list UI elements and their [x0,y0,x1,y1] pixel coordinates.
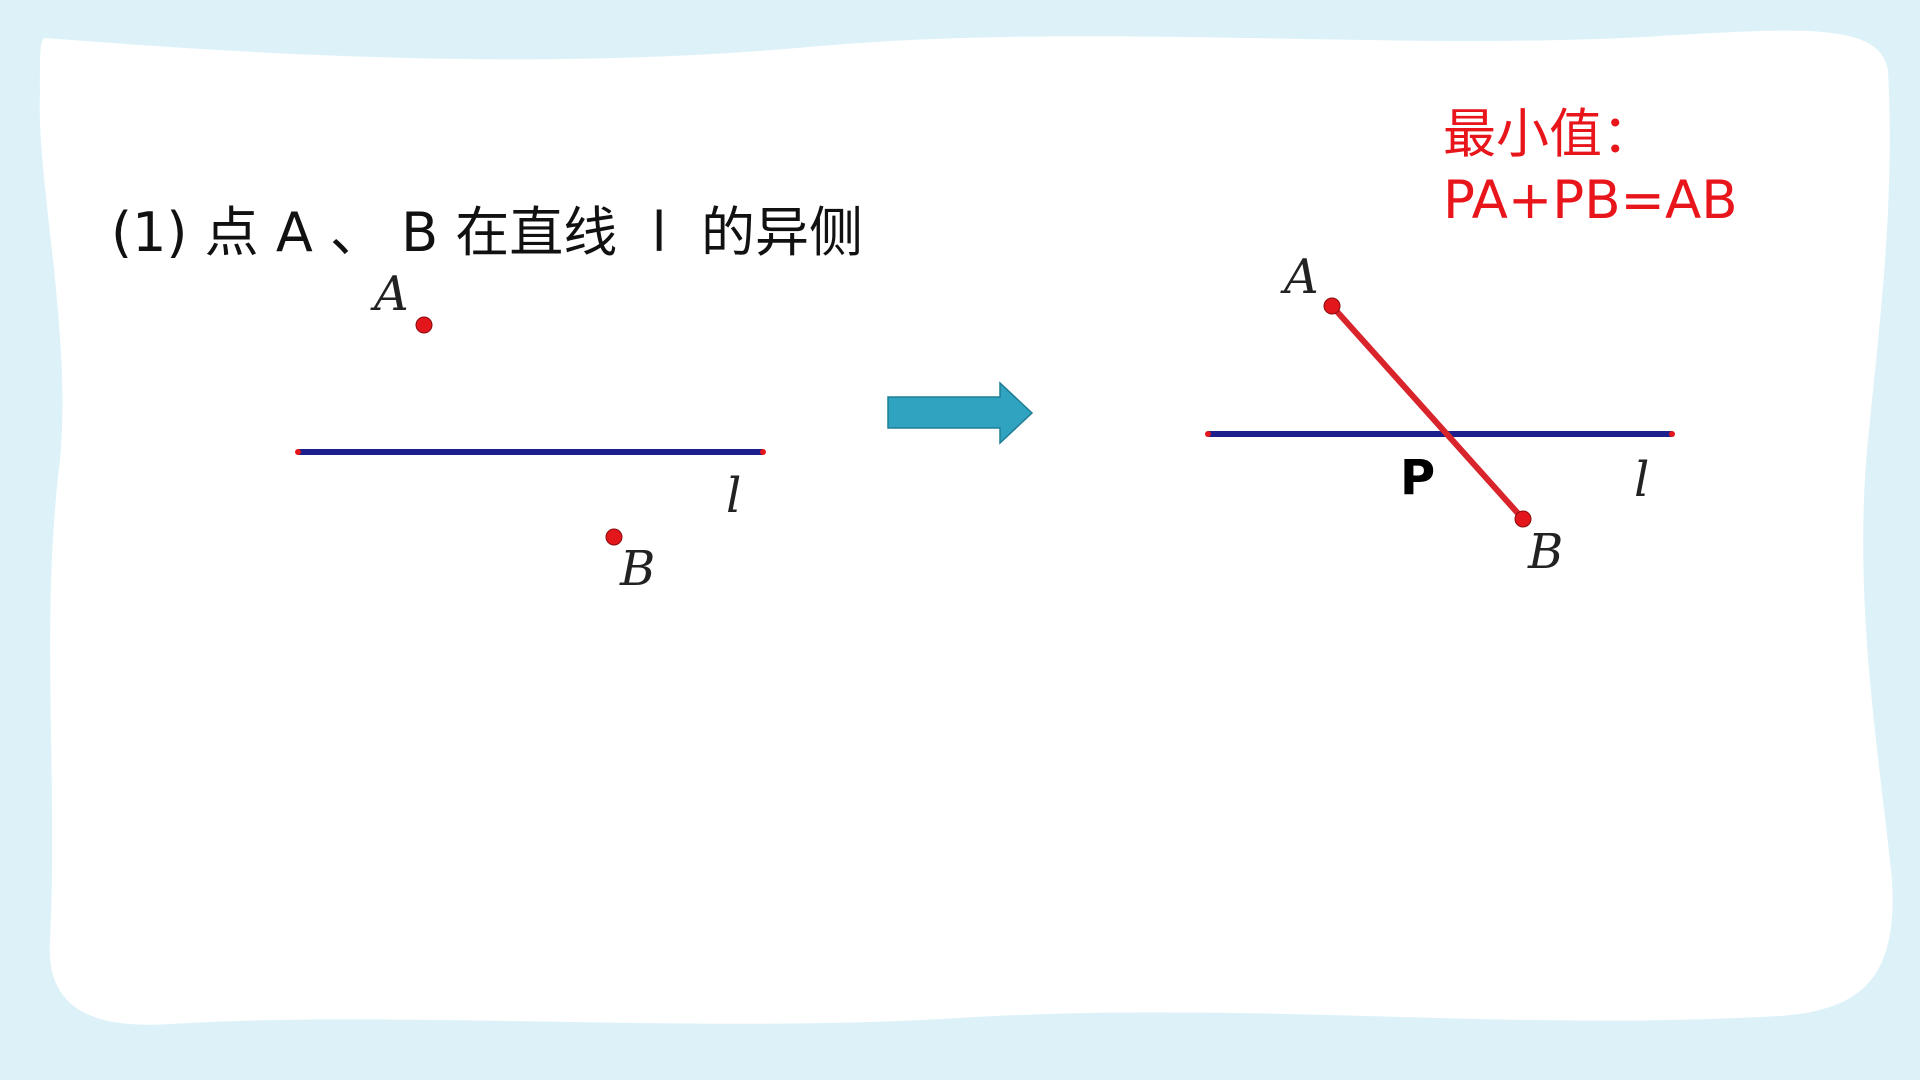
right-line-endpoint-left [1205,431,1211,437]
right-figure: A B l P [1205,249,1675,580]
left-point-a [415,316,433,334]
right-arrow-icon [887,381,1034,445]
right-point-b [1514,510,1532,528]
segment-ab [1329,303,1526,522]
wavy-card [39,30,1893,1025]
right-label-b: B [1527,524,1563,580]
right-point-a [1323,297,1341,315]
right-label-a: A [1280,249,1319,305]
problem-heading: (1) 点 A 、 B 在直线 l 的异侧 [111,201,863,264]
left-line-endpoint-left [295,449,301,455]
result-line-1: 最小值： [1443,104,1655,165]
right-label-l: l [1634,452,1649,508]
right-label-p: P [1400,450,1435,506]
left-label-a: A [370,266,409,322]
result-text: 最小值： PA+PB=AB [1443,102,1738,234]
left-line-endpoint-right [760,449,766,455]
right-line-endpoint-right [1669,431,1675,437]
left-label-b: B [619,541,655,597]
left-figure: A B l [295,266,766,597]
left-point-b [605,528,623,546]
left-label-l: l [726,468,741,524]
result-line-2: PA+PB=AB [1443,170,1738,231]
